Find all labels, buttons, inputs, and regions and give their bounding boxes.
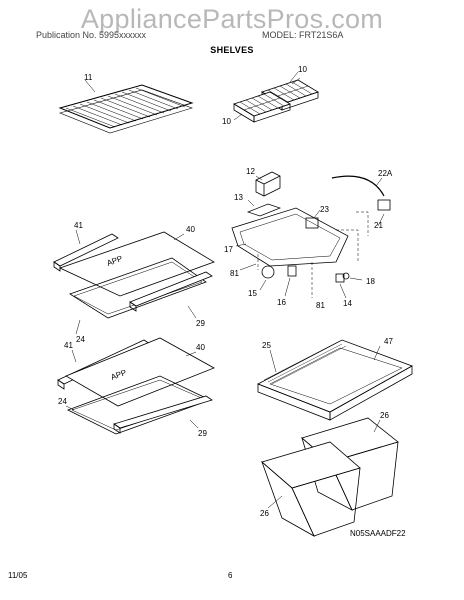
ice-maker-assembly-illustration [231, 171, 391, 298]
callout-15: 15 [248, 289, 257, 298]
callout-11: 11 [84, 73, 93, 82]
crisper-cover-illustration [257, 339, 413, 421]
leader-lines [65, 71, 385, 509]
callout-81-left: 81 [230, 269, 239, 278]
callout-29-lower: 29 [198, 429, 207, 438]
callout-18: 18 [366, 277, 375, 286]
callout-14: 14 [343, 299, 352, 308]
footer-date: 11/05 [8, 571, 28, 580]
callout-24-upper: 24 [76, 335, 85, 344]
section-title: SHELVES [210, 45, 254, 55]
callout-16: 16 [277, 298, 286, 307]
callout-40-upper: 40 [186, 225, 195, 234]
callout-12: 12 [246, 167, 255, 176]
wire-shelf-illustration [58, 79, 194, 134]
lower-glass-shelf-illustration: APP [57, 337, 215, 435]
callout-29-upper: 29 [196, 319, 205, 328]
callout-10-lower: 10 [222, 117, 231, 126]
publication-number: Publication No. 5995xxxxxx [36, 30, 147, 40]
model-number: MODEL: FRT21S6A [262, 30, 344, 40]
crisper-drawer-illustration [261, 417, 399, 537]
callout-labels: 11 10 10 12 22A 13 23 21 17 81 15 16 81 … [58, 65, 406, 538]
callout-25: 25 [262, 341, 271, 350]
callout-24-lower: 24 [58, 397, 67, 406]
footer-page-number: 6 [228, 571, 233, 580]
callout-26-lower: 26 [260, 509, 269, 518]
upper-glass-shelf-illustration: APP [53, 231, 215, 319]
callout-47: 47 [384, 337, 393, 346]
callout-17: 17 [224, 245, 233, 254]
callout-22a: 22A [378, 169, 393, 178]
callout-81-right: 81 [316, 301, 325, 310]
callout-41-upper: 41 [74, 221, 83, 230]
callout-26-upper: 26 [380, 411, 389, 420]
callout-21: 21 [374, 221, 383, 230]
callout-41-lower: 41 [64, 341, 73, 350]
callout-13: 13 [234, 193, 243, 202]
callout-10-upper: 10 [298, 65, 307, 74]
callout-23: 23 [320, 205, 329, 214]
watermark-text: AppliancePartsPros.com [80, 4, 384, 34]
ice-tray-illustration [233, 77, 319, 123]
diagram-code: N05SAAADF22 [350, 529, 406, 538]
callout-40-lower: 40 [196, 343, 205, 352]
